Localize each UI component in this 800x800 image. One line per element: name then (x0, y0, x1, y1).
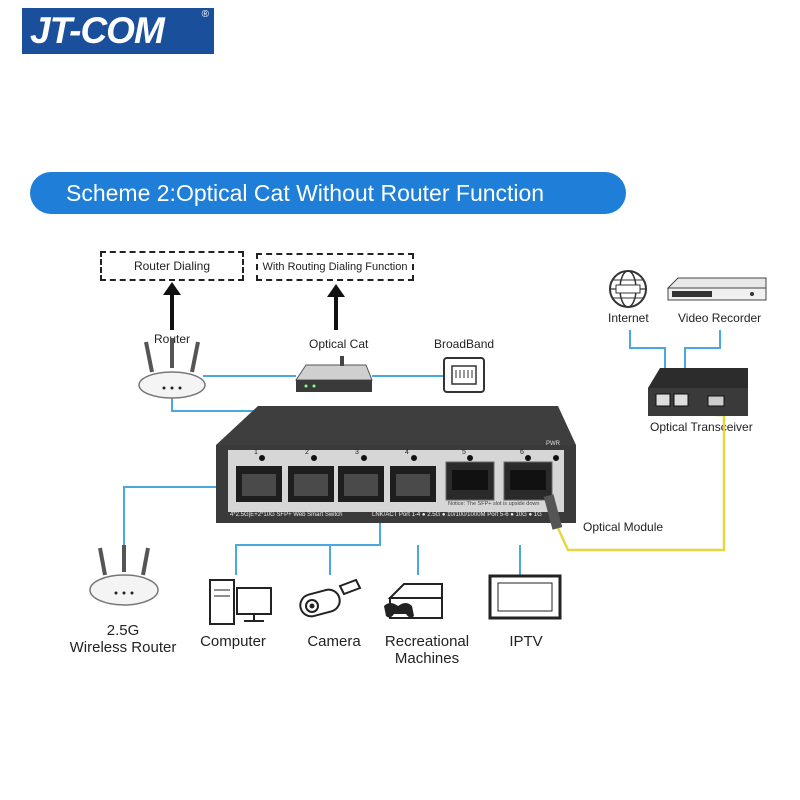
logo-text: JT-COM (30, 10, 165, 51)
router-dialing-box: Router Dialing (100, 251, 244, 281)
video-recorder-icon (666, 277, 767, 301)
sfp-notice: Notice: The SFP+ slot is upside down (448, 501, 540, 507)
optical-module-icon (543, 494, 563, 530)
endpoint-label-line1: IPTV (509, 633, 543, 650)
port-number-3: 3 (355, 449, 359, 456)
wireless-router-icon (89, 545, 159, 606)
rj45-ports (236, 466, 436, 502)
endpoint-wireless-router-label: 2.5G Wireless Router (58, 622, 188, 656)
port-number-6: 6 (520, 449, 524, 456)
camera-icon (299, 578, 362, 618)
endpoint-iptv-label: IPTV (488, 633, 564, 650)
optical-module-label: Optical Module (583, 520, 664, 534)
optical-cat-icon (295, 356, 373, 392)
switch-port-numbers: 1 2 3 4 5 6 (0, 449, 800, 459)
video-recorder-label: Video Recorder (678, 311, 762, 325)
internet-label: Internet (608, 311, 649, 325)
endpoint-label-line2: Machines (394, 650, 460, 667)
optical-transceiver-icon (648, 368, 748, 416)
endpoint-recreational-label: Recreational Machines (372, 633, 482, 667)
endpoint-label-line1: Recreational (384, 633, 470, 650)
port-number-2: 2 (305, 449, 309, 456)
arrow-router-dialing (163, 282, 181, 330)
brand-logo: JT-COM ® (22, 8, 214, 54)
router-icon (138, 338, 206, 399)
endpoint-label-line1: Computer (200, 633, 266, 650)
routing-function-box: With Routing Dialing Function (256, 253, 414, 281)
broadband-jack-icon (443, 357, 485, 393)
routing-function-label: With Routing Dialing Function (262, 261, 408, 273)
pwr-label: PWR (546, 441, 560, 447)
optical-transceiver-label: Optical Transceiver (650, 420, 753, 434)
tv-icon (488, 574, 562, 620)
network-switch (216, 406, 576, 523)
broadband-label: BroadBand (434, 337, 495, 351)
scheme-banner: Scheme 2:Optical Cat Without Router Func… (30, 172, 626, 214)
optical-cat-label: Optical Cat (309, 337, 369, 351)
endpoint-label-line1: 2.5G (106, 622, 140, 639)
fiber-cable (556, 413, 726, 552)
computer-icon (209, 579, 272, 625)
registered-mark: ® (201, 9, 209, 20)
port-number-1: 1 (254, 449, 258, 456)
endpoint-label-line2: Wireless Router (69, 639, 177, 656)
port-number-5: 5 (462, 449, 466, 456)
router-dialing-label: Router Dialing (133, 259, 211, 273)
switch-model-text: 4*2.5G|E+2*10G SFP+ Web Smart Switch (230, 512, 343, 518)
game-console-icon (384, 583, 443, 619)
sfp-ports (445, 461, 553, 501)
port-number-4: 4 (405, 449, 409, 456)
arrow-routing-function (327, 284, 345, 330)
endpoint-label-line1: Camera (307, 633, 361, 650)
switch-led-text: LNK/ACT Port 1-4 ● 2.5G ● 10/100/1000M P… (372, 512, 542, 518)
endpoint-camera-label: Camera (294, 633, 374, 650)
internet-globe-icon (609, 270, 647, 308)
endpoint-computer-label: Computer (188, 633, 278, 650)
